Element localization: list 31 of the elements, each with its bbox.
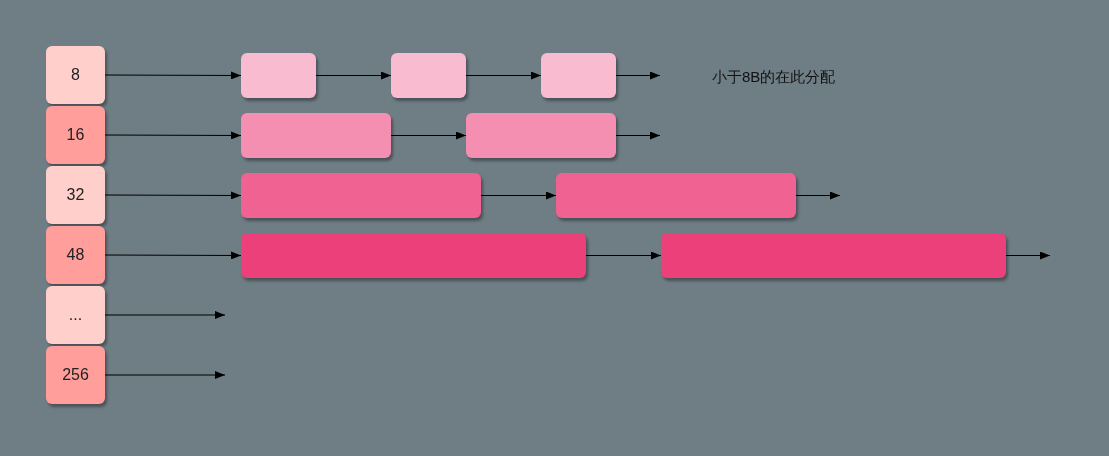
- note-text: 小于8B的在此分配: [712, 67, 836, 87]
- arrow: [390, 131, 467, 140]
- arrow: [465, 71, 542, 80]
- memory-block: [241, 113, 391, 158]
- arrow: [104, 371, 226, 379]
- size-class-box: 48: [46, 226, 105, 284]
- memory-block: [241, 53, 316, 98]
- arrow: [104, 191, 242, 200]
- size-class-box: 32: [46, 166, 105, 224]
- size-class-box: 256: [46, 346, 105, 404]
- size-class-box: 8: [46, 46, 105, 104]
- memory-block: [466, 113, 616, 158]
- arrow: [480, 191, 557, 200]
- memory-block: [391, 53, 466, 98]
- arrow: [585, 251, 662, 260]
- arrow: [104, 311, 226, 319]
- arrow: [104, 251, 242, 260]
- memory-block: [661, 233, 1006, 278]
- arrow: [104, 71, 242, 80]
- memory-block: [241, 173, 481, 218]
- size-class-box: ...: [46, 286, 105, 344]
- arrow: [104, 131, 242, 140]
- arrow: [615, 131, 661, 140]
- size-class-box: 16: [46, 106, 105, 164]
- memory-block: [556, 173, 796, 218]
- memory-block: [241, 233, 586, 278]
- memory-block: [541, 53, 616, 98]
- arrow: [1005, 251, 1051, 260]
- arrow: [795, 191, 841, 200]
- arrow: [315, 71, 392, 80]
- arrow: [615, 71, 661, 80]
